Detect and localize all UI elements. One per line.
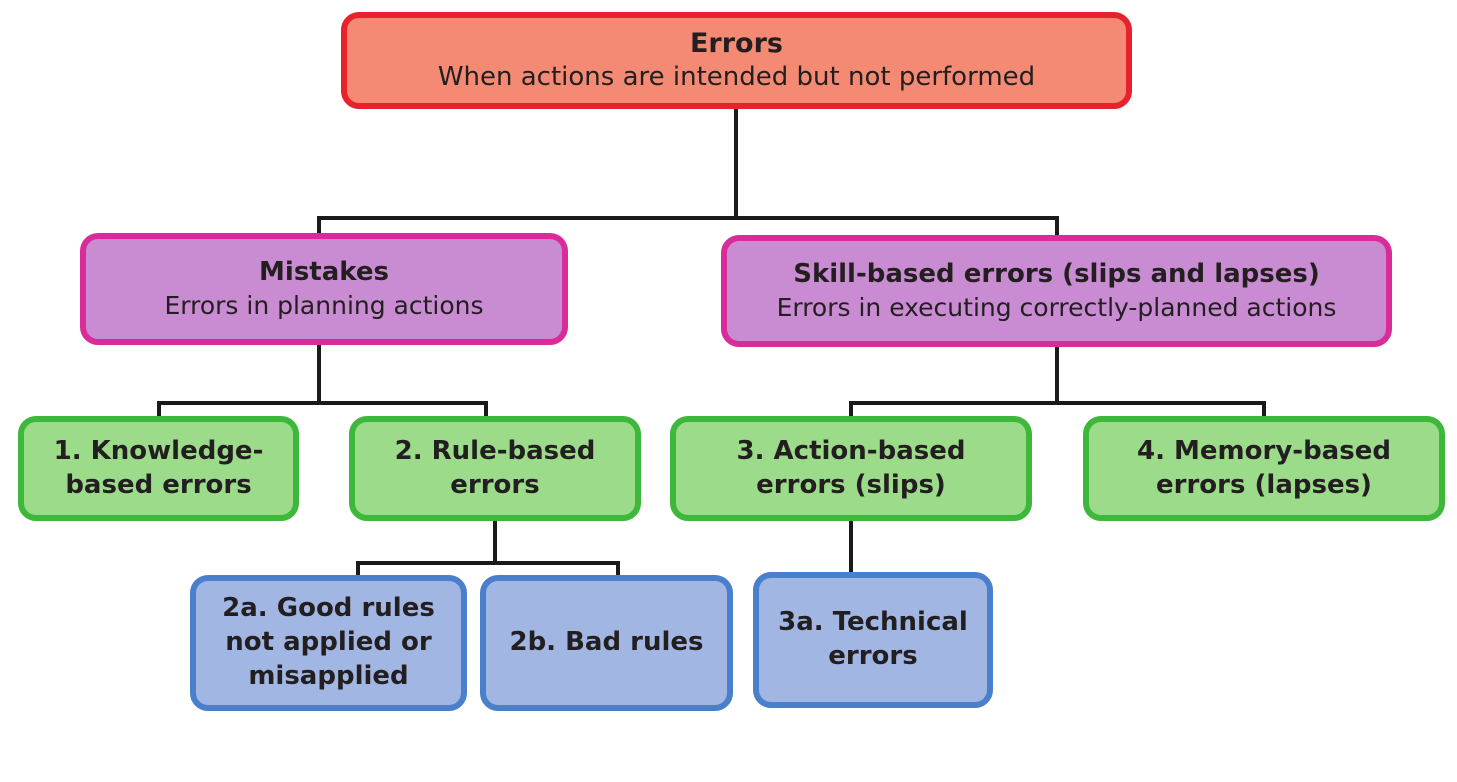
memory-based-line1: 4. Memory-based [1137, 435, 1391, 466]
connector-mistakes-bar [157, 401, 488, 405]
connector-level1-bar [317, 216, 1059, 220]
skill-based-errors-box: Skill-based errors (slips and lapses) Er… [721, 235, 1392, 347]
bad-rules-box: 2b. Bad rules [480, 575, 733, 711]
rule-based-line1: 2. Rule-based [394, 435, 596, 466]
skill-based-errors-description: Errors in executing correctly-planned ac… [776, 292, 1337, 322]
rule-based-line2: errors [450, 469, 540, 500]
memory-based-line2: errors (lapses) [1156, 469, 1372, 500]
bad-rules-line1: 2b. Bad rules [509, 627, 704, 658]
connector-mistakes-down [317, 342, 321, 404]
connector-root-down [734, 106, 738, 219]
connector-rule-bar [356, 561, 620, 565]
technical-errors-box: 3a. Technical errors [753, 572, 993, 708]
connector-bad-rules-up [616, 561, 620, 578]
errors-root-box: Errors When actions are intended but not… [341, 12, 1132, 109]
skill-based-errors-title: Skill-based errors (slips and lapses) [793, 258, 1320, 289]
errors-description: When actions are intended but not perfor… [437, 62, 1036, 93]
mistakes-description: Errors in planning actions [164, 290, 484, 320]
memory-based-errors-box: 4. Memory-based errors (lapses) [1083, 416, 1445, 521]
connector-skill-down [1055, 344, 1059, 404]
connector-mistakes-up [317, 216, 321, 236]
good-rules-line3: misapplied [248, 660, 409, 691]
good-rules-line2: not applied or [225, 627, 432, 658]
technical-line2: errors [828, 641, 918, 671]
errors-title: Errors [689, 28, 783, 60]
connector-memory-up [1262, 401, 1266, 419]
knowledge-based-line1: 1. Knowledge- [53, 435, 264, 466]
mistakes-box: Mistakes Errors in planning actions [80, 233, 568, 345]
action-based-errors-box: 3. Action-based errors (slips) [670, 416, 1032, 521]
technical-line1: 3a. Technical [778, 607, 968, 638]
action-based-line2: errors (slips) [756, 469, 946, 500]
connector-rule-up [484, 401, 488, 419]
connector-skill-up [1055, 216, 1059, 238]
connector-good-rules-up [356, 561, 360, 578]
connector-rule-down [493, 518, 497, 564]
connector-knowledge-up [157, 401, 161, 419]
knowledge-based-line2: based errors [65, 469, 252, 500]
mistakes-title: Mistakes [259, 256, 389, 287]
good-rules-box: 2a. Good rules not applied or misapplied [190, 575, 467, 711]
connector-action-up [849, 401, 853, 419]
action-based-line1: 3. Action-based [736, 435, 966, 466]
connector-skill-bar [849, 401, 1266, 405]
rule-based-errors-box: 2. Rule-based errors [349, 416, 641, 521]
knowledge-based-errors-box: 1. Knowledge- based errors [18, 416, 299, 521]
connector-action-down [849, 518, 853, 574]
good-rules-line1: 2a. Good rules [222, 593, 435, 624]
